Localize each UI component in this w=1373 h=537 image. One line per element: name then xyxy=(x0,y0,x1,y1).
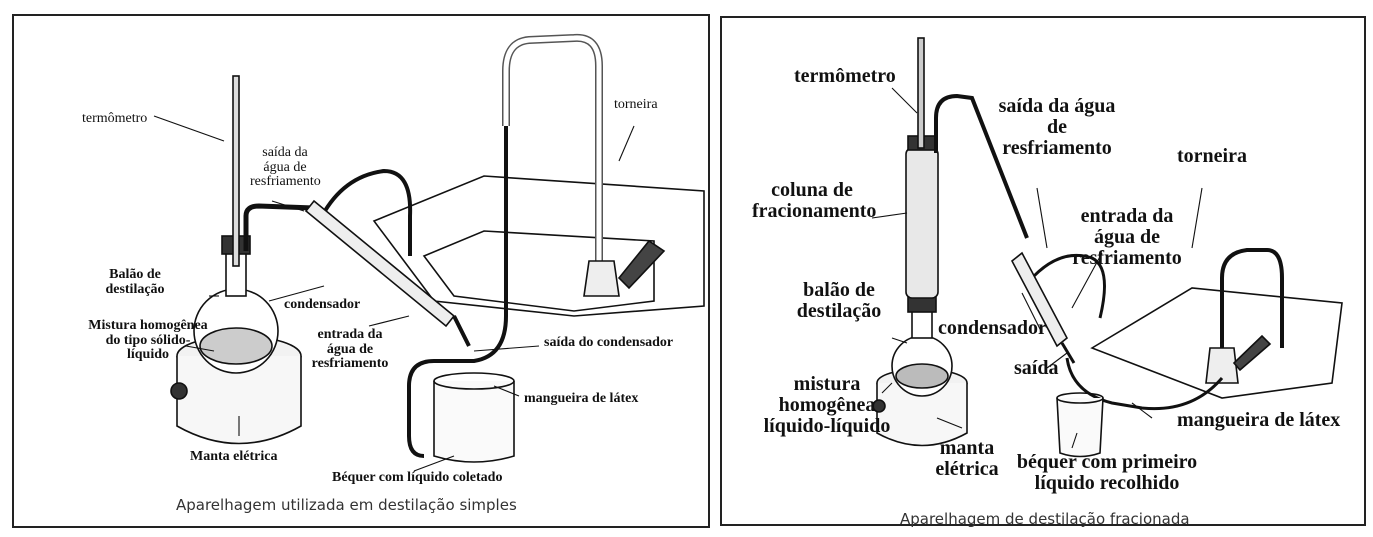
fractionating-column xyxy=(906,148,938,298)
label-cooling-water-inlet: entrada da água de resfriamento xyxy=(310,328,390,372)
faucet-handle xyxy=(1234,336,1270,370)
label-beaker: béquer com primeiro líquido recolhido xyxy=(1012,452,1202,494)
thermometer xyxy=(918,38,924,148)
label-heating-mantle: Manta elétrica xyxy=(190,450,277,465)
fractional-distillation-panel: termômetro saída da água de resfriamento… xyxy=(720,16,1366,526)
label-cooling-water-outlet: saída da água de resfriamento xyxy=(250,146,320,190)
caption-simple: Aparelhagem utilizada em destilação simp… xyxy=(176,496,517,514)
label-flask: Balão de destilação xyxy=(100,268,170,297)
faucet xyxy=(1206,348,1238,383)
label-condenser: condensador xyxy=(284,298,360,313)
label-latex-hose: mangueira de látex xyxy=(524,392,638,407)
label-cooling-water-outlet: saída da água de resfriamento xyxy=(992,96,1122,159)
label-mixture: Mistura homogênea do tipo sólido-líquido xyxy=(88,319,208,363)
faucet-pipe xyxy=(506,38,599,261)
label-mixture: mistura homogênea líquido-líquido xyxy=(762,374,892,437)
faucet xyxy=(584,261,619,296)
side-arm xyxy=(246,206,314,251)
label-faucet: torneira xyxy=(1177,146,1247,167)
label-outlet: saída xyxy=(1014,358,1058,379)
label-condenser: condensador xyxy=(938,318,1047,339)
caption-fractional: Aparelhagem de destilação fracionada xyxy=(900,510,1190,528)
label-condenser-outlet: saída do condensador xyxy=(544,336,673,351)
label-latex-hose: mangueira de látex xyxy=(1177,410,1340,431)
label-flask: balão de destilação xyxy=(794,280,884,322)
mantle-knob xyxy=(171,383,187,399)
faucet-handle xyxy=(619,241,664,288)
label-thermometer: termômetro xyxy=(794,66,896,87)
label-heating-mantle: manta elétrica xyxy=(932,438,1002,480)
simple-distillation-panel: termômetro saída da água de resfriamento… xyxy=(12,14,710,528)
label-fractionating-column: coluna de fracionamento xyxy=(752,180,872,222)
fractional-distillation-drawing xyxy=(722,18,1364,524)
thermometer xyxy=(233,76,239,266)
label-faucet: torneira xyxy=(614,98,658,113)
beaker xyxy=(1057,398,1103,457)
label-thermometer: termômetro xyxy=(82,112,147,127)
label-beaker: Béquer com líquido coletado xyxy=(332,471,502,486)
label-cooling-water-inlet: entrada da água de resfriamento xyxy=(1067,206,1187,269)
beaker xyxy=(434,381,514,462)
